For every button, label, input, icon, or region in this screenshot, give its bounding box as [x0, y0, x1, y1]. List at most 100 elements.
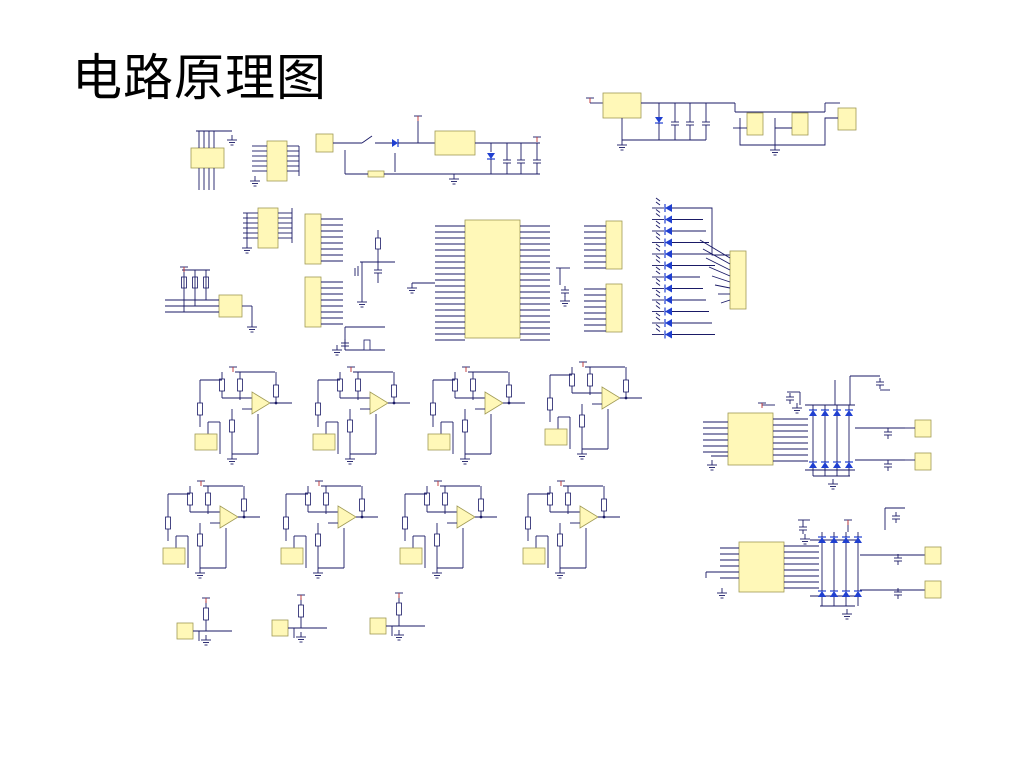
component-block [218, 294, 243, 318]
microcontroller [464, 219, 521, 339]
component-block [266, 140, 288, 182]
wire [720, 299, 731, 304]
resistor [506, 384, 512, 398]
resistor [547, 492, 553, 506]
component-block [176, 622, 194, 640]
resistor [203, 607, 209, 621]
wire [655, 270, 661, 275]
wire [655, 220, 661, 225]
op-amp [251, 391, 271, 415]
component-block [162, 547, 186, 565]
wire [714, 284, 731, 289]
resistor [470, 378, 476, 392]
wire [655, 247, 661, 252]
component-block [257, 207, 279, 249]
resistor [237, 378, 243, 392]
led [665, 261, 672, 270]
component-block [729, 250, 747, 310]
wire [699, 239, 731, 259]
wire [655, 278, 661, 282]
op-amp [484, 391, 504, 415]
junction [274, 401, 278, 405]
resistor [315, 533, 321, 547]
resistor [315, 402, 321, 416]
op-amp [219, 505, 239, 529]
component-block [367, 170, 385, 178]
resistor [283, 516, 289, 530]
component-block [914, 452, 932, 471]
diode [818, 537, 826, 543]
component-block [746, 112, 764, 136]
resistor [375, 237, 381, 250]
diode [655, 117, 663, 123]
driver-chip [727, 412, 774, 466]
component-block [605, 283, 623, 333]
component-block [791, 112, 809, 136]
led [665, 330, 672, 339]
diode [818, 591, 826, 597]
led [665, 273, 672, 281]
resistor [355, 378, 361, 392]
diode [833, 462, 841, 468]
component-block [312, 433, 336, 451]
resistor [298, 604, 304, 618]
resistor [587, 373, 593, 387]
op-amp [456, 505, 476, 529]
wire [705, 257, 731, 271]
resistor [623, 379, 629, 393]
resistor [525, 516, 531, 530]
resistor [187, 492, 193, 506]
wire [655, 209, 661, 213]
led [665, 319, 672, 327]
junction [392, 401, 396, 405]
wire [655, 255, 661, 259]
component-block [427, 433, 451, 451]
resistor [347, 419, 353, 433]
wire [702, 248, 731, 265]
component-block [271, 619, 289, 637]
wire [655, 328, 661, 332]
resistor [579, 414, 585, 428]
component-block [924, 546, 942, 565]
resistor [165, 516, 171, 530]
driver-chip [738, 541, 785, 593]
resistor [434, 533, 440, 547]
led [665, 250, 672, 258]
component-block [605, 220, 623, 270]
diode [830, 537, 838, 543]
resistor [442, 492, 448, 506]
diode [821, 410, 829, 416]
resistor [402, 516, 408, 530]
component-block [522, 547, 546, 565]
op-amp [337, 505, 357, 529]
op-amp [579, 505, 599, 529]
wire [655, 197, 661, 202]
diode [842, 537, 850, 543]
diode [842, 591, 850, 597]
resistor [241, 498, 247, 512]
wire [739, 117, 838, 146]
resistor [323, 492, 329, 506]
component-block [280, 547, 304, 565]
resistor [569, 373, 575, 387]
junction [360, 515, 364, 519]
component-block [434, 130, 476, 156]
resistor [359, 498, 365, 512]
resistor [337, 378, 343, 392]
resistor [430, 402, 436, 416]
resistor [205, 492, 211, 506]
wire [655, 293, 661, 298]
diode [809, 462, 817, 468]
resistor [197, 402, 203, 416]
resistor [396, 602, 402, 616]
led [665, 307, 672, 316]
led [665, 227, 672, 235]
wire [655, 259, 661, 263]
junction [624, 396, 628, 400]
wire [655, 324, 661, 328]
led [665, 204, 672, 212]
wire [655, 266, 661, 271]
wire [672, 207, 730, 256]
diode [845, 462, 853, 468]
